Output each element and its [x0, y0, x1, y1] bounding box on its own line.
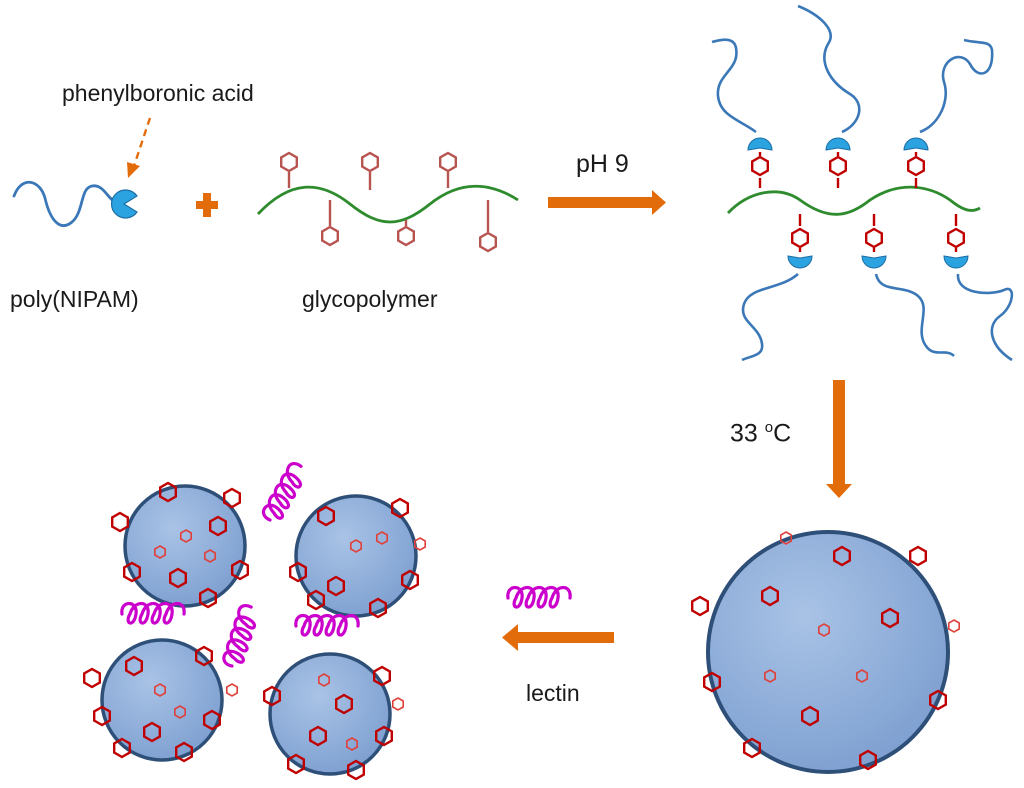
glycopolymer-label: glycopolymer [302, 286, 438, 312]
lectin-label: lectin [526, 680, 580, 706]
lectin-coil-icon [506, 585, 572, 609]
ph-label: pH 9 [576, 150, 629, 178]
micelle-aggregate [82, 481, 427, 781]
temperature-label: 33 oC [730, 420, 791, 446]
poly-nipam-label: poly(NIPAM) [10, 286, 139, 312]
phenylboronic-acid-label: phenylboronic acid [62, 80, 254, 106]
complex-structure [711, 4, 1014, 362]
plus-icon [196, 193, 218, 217]
temperature-arrow [826, 380, 852, 498]
temperature-value: 33 [730, 419, 758, 448]
poly-nipam-chain [12, 180, 118, 227]
glycopolymer-structure [256, 151, 519, 253]
ph-arrow [548, 190, 666, 215]
micelle-large [691, 530, 961, 774]
lectin-arrow [502, 624, 614, 651]
dashed-pointer-arrow [127, 117, 152, 178]
temperature-unit: C [773, 419, 792, 448]
boronic-acid-pacman-icon [110, 189, 138, 219]
temperature-degree: o [764, 419, 774, 436]
